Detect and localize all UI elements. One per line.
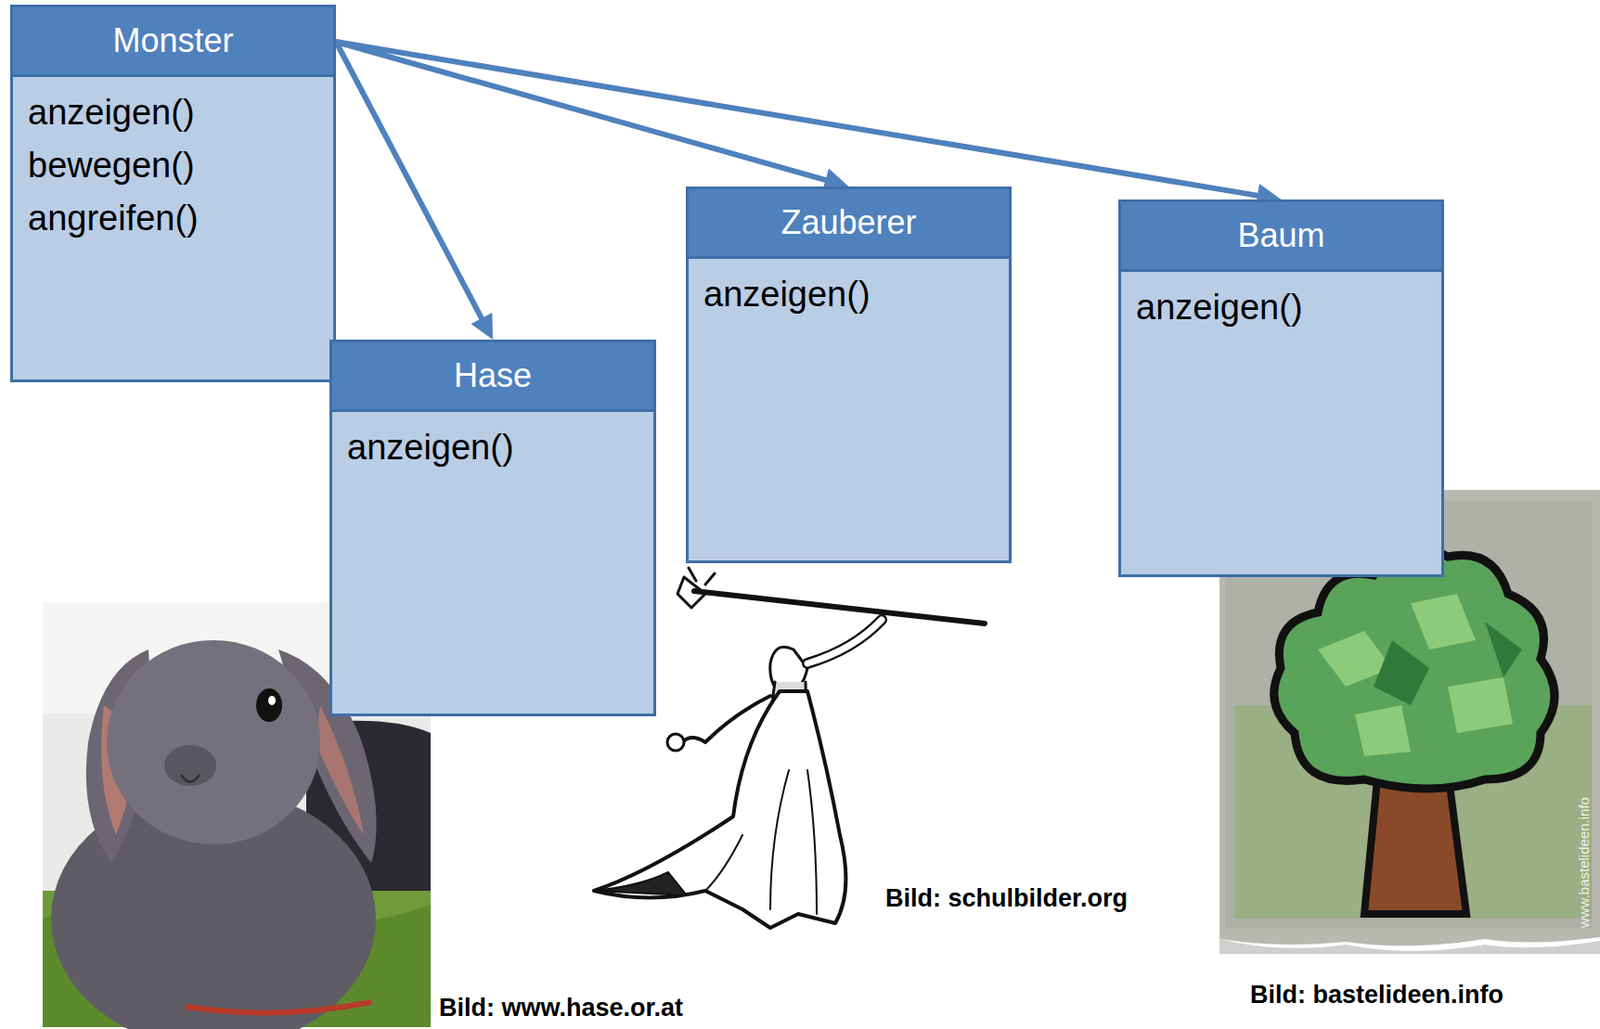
method-name: anzeigen() <box>27 86 319 140</box>
method-name: bewegen() <box>27 139 319 193</box>
class-name: Monster <box>12 7 334 78</box>
method-name: angreifen() <box>27 192 319 246</box>
inheritance-arrow <box>335 41 1262 196</box>
class-name: Baum <box>1121 202 1442 272</box>
method-list: anzeigen() <box>1121 271 1442 344</box>
method-list: anzeigen() <box>688 258 1009 331</box>
method-list: anzeigen() <box>332 412 654 484</box>
class-name: Hase <box>332 342 654 413</box>
method-name: anzeigen() <box>703 268 994 322</box>
image-credit: Bild: schulbilder.org <box>885 884 1128 914</box>
class-name: Zauberer <box>688 189 1009 259</box>
class-box: Hase anzeigen() <box>329 339 657 717</box>
method-name: anzeigen() <box>347 421 639 475</box>
inheritance-arrow <box>335 41 484 323</box>
method-name: anzeigen() <box>1135 281 1427 335</box>
arrow-head-to <box>470 312 493 340</box>
image-credit: Bild: bastelideen.info <box>1250 980 1504 1010</box>
class-box: Monsteranzeigen()bewegen()angreifen() <box>10 4 336 383</box>
method-list: anzeigen()bewegen()angreifen() <box>12 77 334 255</box>
watermark: www.bastelideen.info <box>1575 797 1592 929</box>
inheritance-arrow <box>335 41 829 181</box>
class-box: Baum anzeigen() <box>1118 199 1445 578</box>
class-box: Zauberer anzeigen() <box>685 186 1012 564</box>
image-credit: Bild: www.hase.or.at <box>438 993 684 1023</box>
